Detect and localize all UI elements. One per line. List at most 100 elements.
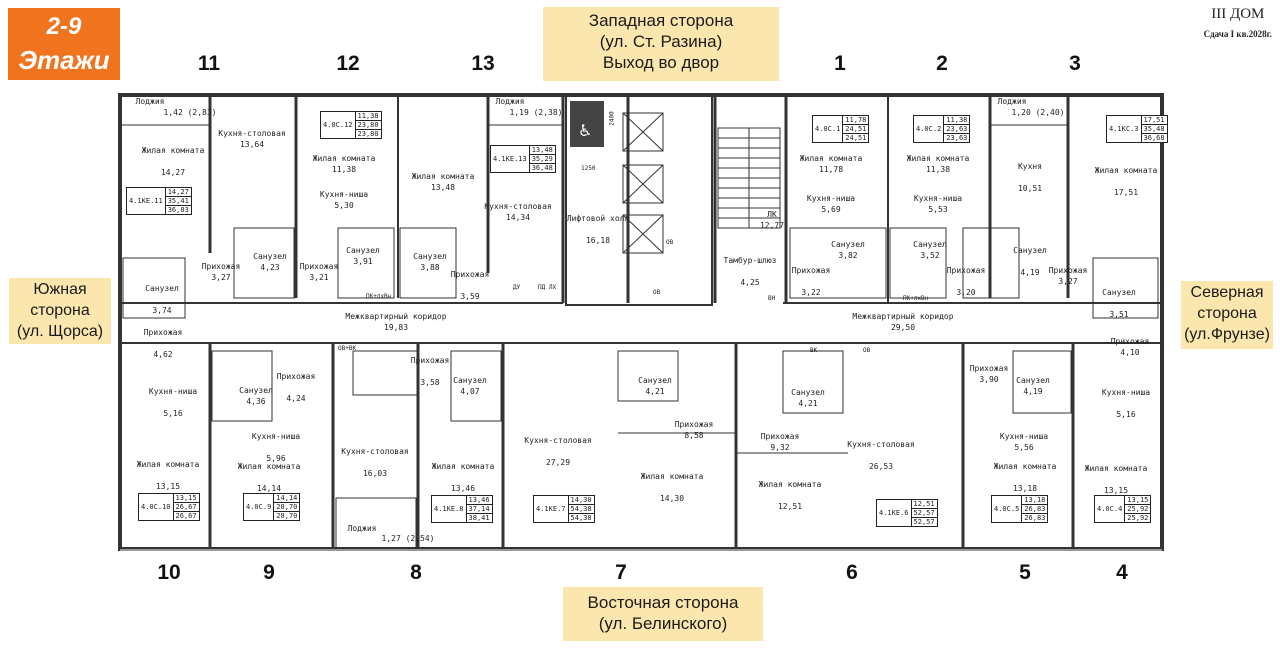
shaft-label: ПК+лхВн xyxy=(366,293,392,300)
north-side-label: Северная сторона (ул.Фрунзе) xyxy=(1181,281,1273,349)
east-side-line-1: Восточная сторона xyxy=(587,593,739,612)
east-side-line-2: (ул. Белинского) xyxy=(598,614,728,633)
floor-plan-walls xyxy=(118,93,1164,551)
room-label: Лоджия xyxy=(135,97,165,106)
south-side-line-1: Южная xyxy=(33,281,87,298)
south-side-label: Южная сторона (ул. Щорса) xyxy=(9,278,111,344)
apartment-number-11: 11 xyxy=(197,52,221,75)
shaft-label: ОВ xyxy=(666,239,674,246)
room-label: 1,27 (2,54) xyxy=(381,534,435,543)
apartment-number-1: 1 xyxy=(834,52,846,75)
room-label: Лоджия xyxy=(997,97,1027,106)
house-info: III ДОМ Сдача I кв.2028г. xyxy=(1204,6,1272,39)
north-side-line-2: сторона xyxy=(1197,305,1257,322)
apartment-number-4: 4 xyxy=(1116,561,1128,584)
shaft-label: ОВ xyxy=(653,289,661,296)
apartment-number-2: 2 xyxy=(936,52,948,75)
west-side-line-1: Западная сторона xyxy=(588,11,734,30)
north-side-line-1: Северная xyxy=(1190,284,1264,301)
apartment-number-7: 7 xyxy=(615,561,627,584)
west-side-label: Западная сторона (ул. Ст. Разина) Выход … xyxy=(543,7,779,81)
shaft-label: ОВ+ВК xyxy=(338,345,357,352)
apartment-number-12: 12 xyxy=(336,52,360,75)
apartment-number-5: 5 xyxy=(1019,561,1031,584)
apartment-number-6: 6 xyxy=(846,561,858,584)
south-side-line-3: (ул. Щорса) xyxy=(16,323,104,340)
floor-label: Этажи xyxy=(18,45,110,75)
shaft-label: ВН xyxy=(768,295,776,302)
shaft-label: ПД ЛХ xyxy=(538,284,557,291)
west-side-line-3: Выход во двор xyxy=(602,53,720,72)
shaft-label: ВК xyxy=(810,347,818,354)
shaft-label: ПК+лхВн xyxy=(903,295,929,302)
room-label: 1,19 (2,38) xyxy=(509,108,563,117)
apartment-number-8: 8 xyxy=(410,561,422,584)
shaft-label: ДУ xyxy=(513,284,521,291)
apartment-number-9: 9 xyxy=(263,561,275,584)
house-title: III ДОМ xyxy=(1211,6,1265,22)
apartment-number-13: 13 xyxy=(471,52,495,75)
dimension-label: 2400 xyxy=(608,111,616,126)
wheelchair-icon: ♿ xyxy=(578,121,593,140)
